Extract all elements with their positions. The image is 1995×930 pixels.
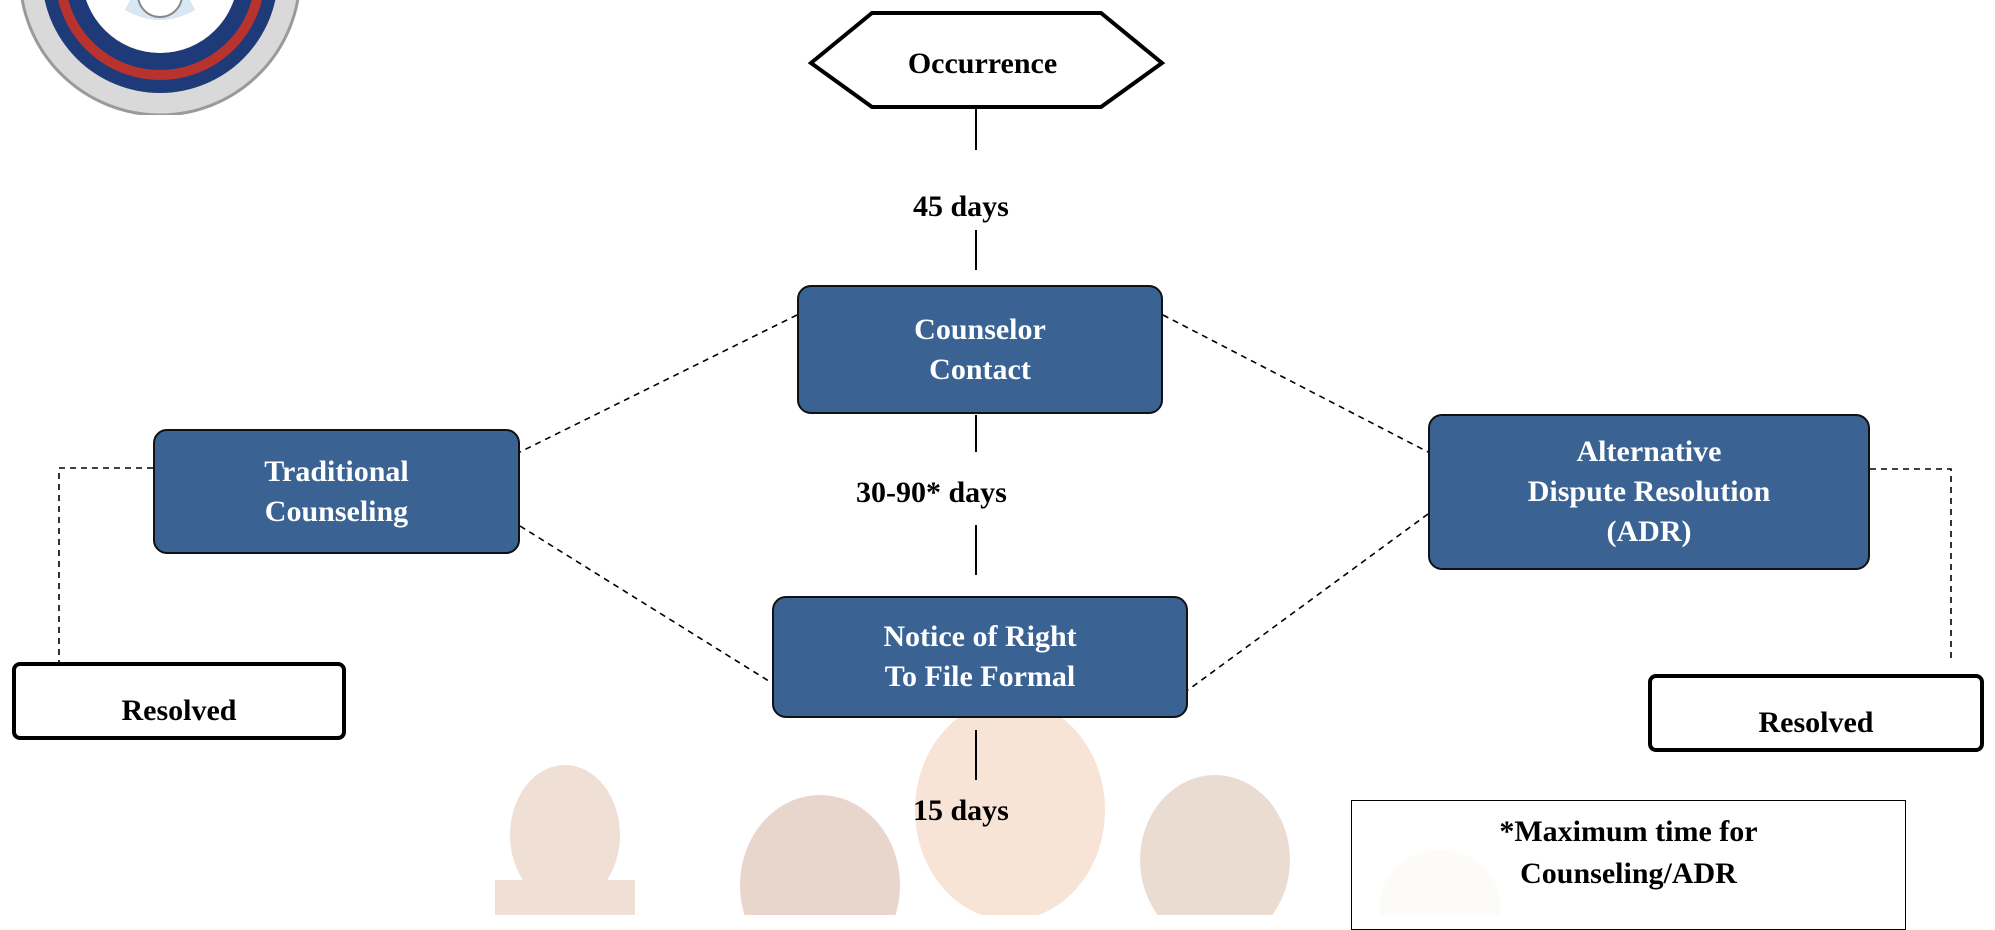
occurrence-label: Occurrence <box>907 47 1058 80</box>
interval-15-days: 15 days <box>913 794 1009 827</box>
interval-30-90-days: 30-90* days <box>856 476 1007 509</box>
adr-line3: (ADR) <box>1606 515 1692 548</box>
counselor-contact-line2: Contact <box>929 352 1031 386</box>
notice-of-right-box: Notice of Right To File Formal <box>772 596 1188 718</box>
notice-line2: To File Formal <box>884 660 1076 693</box>
homeland-security-seal <box>20 0 300 115</box>
dashed-adr-to-resolved <box>1870 468 1952 662</box>
adr-line1: Alternative <box>1576 435 1722 468</box>
counselor-contact-line1: Counselor <box>914 312 1046 346</box>
traditional-counseling-box: Traditional Counseling <box>153 429 520 554</box>
resolved-left-box: Resolved <box>12 662 346 740</box>
footnote-line1: *Maximum time for <box>1499 815 1758 848</box>
dashed-counselor-to-traditional <box>519 314 798 453</box>
footnote-box: *Maximum time for Counseling/ADR <box>1351 800 1906 930</box>
dashed-traditional-to-resolved <box>58 467 153 662</box>
counselor-contact-box: Counselor Contact <box>797 285 1163 414</box>
resolved-left-label: Resolved <box>121 694 237 727</box>
interval-45-days: 45 days <box>913 190 1009 223</box>
dashed-adr-to-notice <box>1187 513 1429 691</box>
occurrence-hexagon <box>807 11 1166 109</box>
footnote-line2: Counseling/ADR <box>1520 857 1737 890</box>
adr-box: Alternative Dispute Resolution (ADR) <box>1428 414 1870 570</box>
traditional-counseling-line2: Counseling <box>264 494 409 528</box>
resolved-right-label: Resolved <box>1758 706 1874 739</box>
notice-line1: Notice of Right <box>883 620 1077 653</box>
adr-line2: Dispute Resolution <box>1527 475 1771 508</box>
traditional-counseling-line1: Traditional <box>264 454 409 488</box>
dashed-traditional-to-notice <box>519 525 773 684</box>
dashed-counselor-to-adr <box>1162 314 1429 453</box>
resolved-right-box: Resolved <box>1648 674 1984 752</box>
